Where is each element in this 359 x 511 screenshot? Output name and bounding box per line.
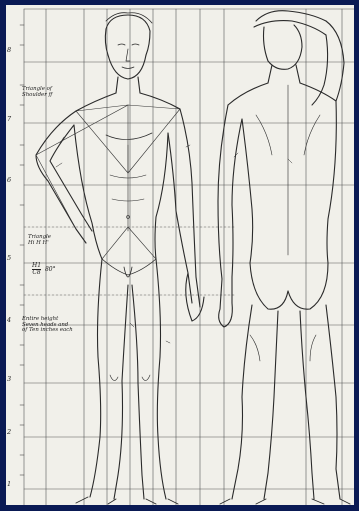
detail-marks <box>56 137 292 343</box>
annotation-line: of Ten inches each <box>22 328 73 334</box>
scale-tick-label: 6 <box>7 177 11 184</box>
figure-drawing <box>6 5 354 505</box>
scale-tick-label: 7 <box>7 116 11 123</box>
fraction-side-value: 80° <box>45 266 56 273</box>
entire-height-annotation: Entire height Seven heads and of Ten inc… <box>22 317 73 334</box>
front-figure <box>36 13 204 504</box>
proportion-grid <box>24 9 354 505</box>
scale-tick-label: 1 <box>7 481 11 488</box>
fraction-denominator: C8 <box>32 270 41 276</box>
scale-tick-label: 4 <box>7 317 11 324</box>
annotation-line: Hi H H' <box>28 241 51 247</box>
scale-tick-label: 2 <box>7 429 11 436</box>
triangle-hip-annotation: Triangle Hi H H' <box>28 235 51 246</box>
scale-tick-label: 5 <box>7 255 11 262</box>
scale-tick-label: 8 <box>7 47 11 54</box>
annotation-line: Shoulder ff <box>22 93 52 99</box>
anatomy-proportion-plate: 8 7 6 5 4 3 2 1 Triangle of Shoulder ff … <box>6 5 354 505</box>
triangle-shoulder-annotation: Triangle of Shoulder ff <box>22 87 52 98</box>
back-figure <box>218 11 350 504</box>
fraction-annotation: H1 C8 80° <box>32 263 56 277</box>
construction-lines <box>36 105 180 259</box>
scale-tick-label: 3 <box>7 376 11 383</box>
